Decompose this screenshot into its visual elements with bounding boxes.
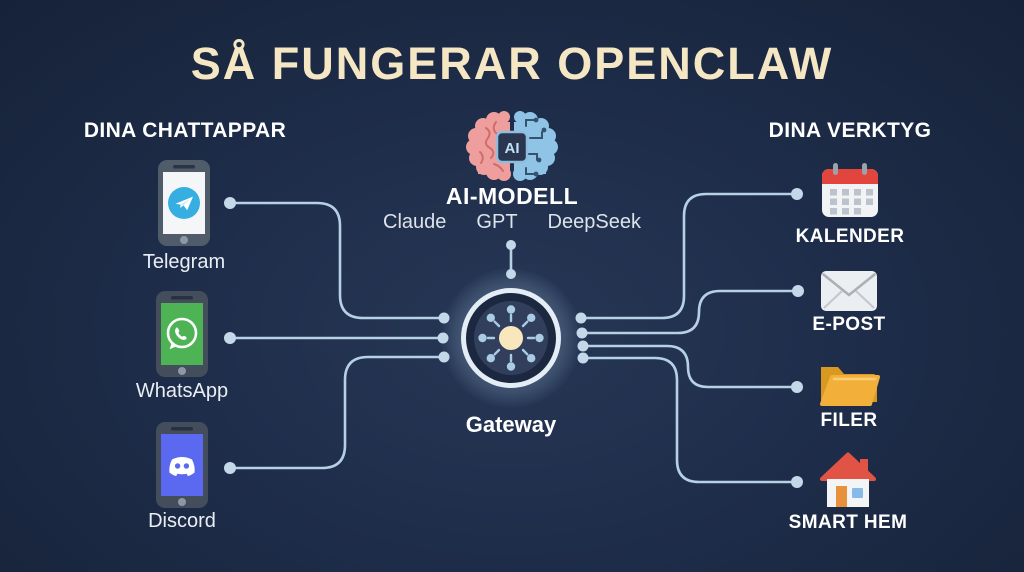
tools-header: DINA VERKTYG: [768, 119, 932, 142]
smart-home-icon: [820, 452, 876, 507]
connector-gateway-smarthem: [581, 356, 799, 484]
telegram-icon: [158, 160, 210, 246]
connector-endpoint-dots: [224, 188, 804, 488]
gateway-label: Gateway: [465, 412, 557, 437]
page-title: SÅ FUNGERAR OPENCLAW: [190, 38, 834, 89]
ai-model-list: Claude GPT DeepSeek: [383, 211, 641, 234]
discord-label: Discord: [148, 510, 216, 532]
chat-apps-header: DINA CHATTAPPAR: [83, 119, 287, 142]
ai-model-deepseek: DeepSeek: [547, 211, 641, 233]
gateway-icon: [461, 288, 561, 388]
smart-hem-label: SMART HEM: [788, 512, 908, 533]
connector-discord-gateway: [228, 355, 446, 470]
epost-label: E-POST: [812, 314, 886, 335]
kalender-label: KALENDER: [795, 226, 905, 247]
filer-label: FILER: [820, 410, 878, 431]
whatsapp-icon: [156, 291, 208, 377]
ai-model-header: AI-MODELL: [445, 183, 579, 209]
ai-model-gpt: GPT: [476, 211, 518, 233]
telegram-label: Telegram: [142, 251, 226, 273]
folder-icon: [820, 367, 880, 406]
whatsapp-label: WhatsApp: [135, 380, 229, 402]
connector-gateway-filer: [581, 344, 799, 389]
connector-telegram-gateway: [228, 201, 446, 320]
connector-gateway-epost: [580, 289, 800, 335]
ai-brain-icon: AI: [466, 111, 558, 181]
connector-gateway-kalender: [579, 192, 799, 320]
ai-model-claude: Claude: [383, 211, 447, 233]
email-icon: [821, 271, 877, 311]
calendar-icon: [822, 163, 878, 217]
ai-chip-label: AI: [505, 140, 520, 157]
discord-icon: [156, 422, 208, 508]
